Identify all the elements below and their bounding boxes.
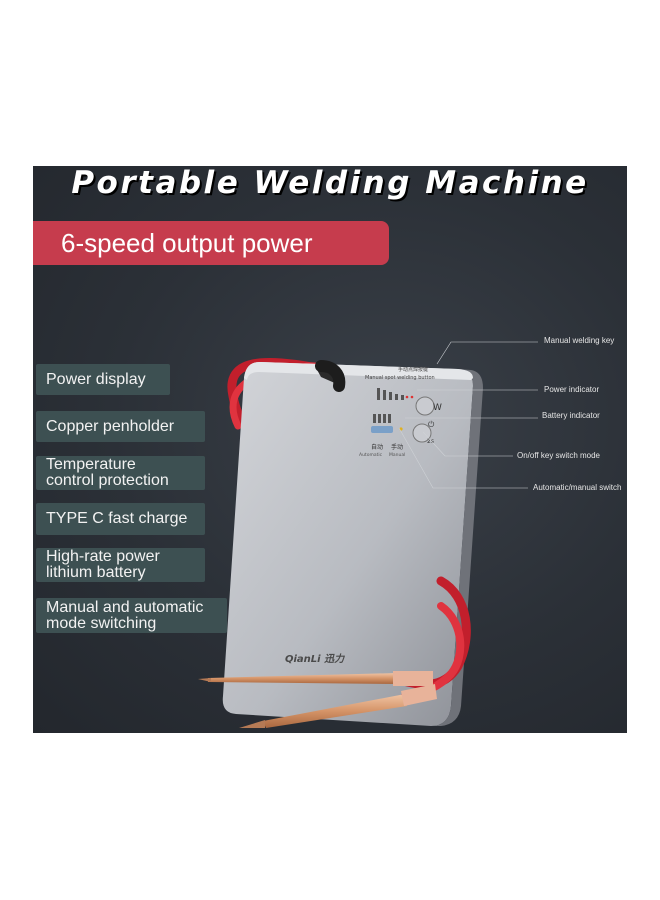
feature-label: Power display: [46, 370, 146, 388]
welding-pen-upper: [198, 671, 433, 686]
callout-power-indicator: Power indicator: [544, 385, 600, 394]
power-button[interactable]: ⏻ 2s: [412, 420, 435, 445]
output-power-badge: 6-speed output power: [33, 221, 389, 265]
device-body: [222, 361, 483, 726]
callout-battery-indicator: Battery indicator: [542, 411, 600, 420]
feature-type-c-charge: TYPE C fast charge: [36, 503, 205, 535]
brand-logo: QianLi 迅力: [285, 653, 345, 665]
feature-label-line2: lithium battery: [46, 564, 146, 581]
feature-label: High-rate power: [46, 548, 160, 565]
callout-manual-welding-key: Manual welding key: [544, 336, 615, 345]
battery-indicator: [371, 414, 403, 433]
feature-label-line2: control protection: [46, 472, 169, 489]
feature-copper-penholder: Copper penholder: [36, 411, 205, 442]
feature-power-display: Power display: [36, 364, 170, 395]
mode-auto-cn: 自动: [371, 443, 383, 451]
feature-lithium-battery: High-rate power lithium battery: [36, 548, 205, 582]
mode-manual-en: Manual: [389, 452, 405, 458]
callout-leader-lines: [398, 341, 538, 489]
feature-label: TYPE C fast charge: [46, 510, 188, 527]
callout-on-off-key: On/off key switch mode: [517, 451, 600, 460]
welding-pen-lower: [239, 684, 437, 728]
feature-temperature-protection: Temperature control protection: [36, 456, 205, 490]
power-level-indicator: [377, 388, 414, 400]
callout-auto-manual-switch: Automatic/manual switch: [533, 483, 622, 492]
feature-label: Copper penholder: [46, 417, 175, 435]
top-label-cn: 手动点焊按键: [398, 366, 428, 373]
product-banner: Portable Welding Machine 6-speed output …: [33, 166, 627, 733]
weld-button-label: W: [433, 403, 442, 413]
mode-manual-cn: 手动: [391, 443, 403, 451]
power-hold-label: 2s: [427, 438, 434, 445]
feature-label-line2: mode switching: [46, 614, 157, 632]
top-label-en: Manual spot welding button: [365, 375, 435, 381]
welding-device-illustration: 手动点焊按键 Manual spot welding button 自动 手动 …: [198, 358, 483, 728]
mode-auto-en: Automatic: [359, 452, 383, 458]
feature-label: Temperature: [46, 456, 136, 473]
weld-button[interactable]: W: [415, 396, 442, 416]
feature-mode-switching: Manual and automatic mode switching: [36, 598, 227, 633]
power-icon: ⏻: [428, 420, 435, 429]
feature-label: Manual and automatic: [46, 598, 204, 616]
banner-title: Portable Welding Machine: [71, 166, 589, 201]
